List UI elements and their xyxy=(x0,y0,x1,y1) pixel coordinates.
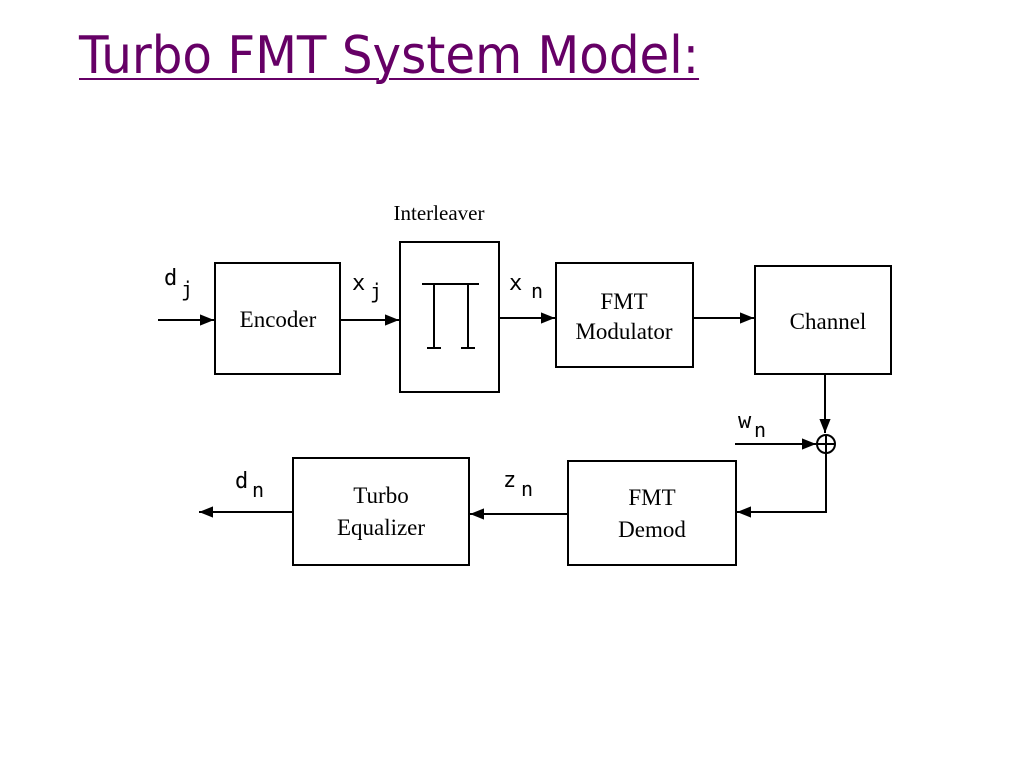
slide-title: Turbo FMT System Model: xyxy=(79,26,700,86)
svg-text:n: n xyxy=(252,478,264,502)
interleaver-output-signal-label: x n xyxy=(509,271,543,303)
svg-text:j: j xyxy=(370,279,382,303)
svg-text:x: x xyxy=(509,271,522,296)
fmt-demod-label-line2: Demod xyxy=(618,517,686,542)
adder-to-demod-arrow xyxy=(737,453,827,518)
turbo-equalizer-block: Turbo Equalizer xyxy=(292,457,470,566)
svg-text:n: n xyxy=(531,279,543,303)
demod-output-signal-label: z n xyxy=(503,468,533,501)
svg-text:d: d xyxy=(235,469,248,494)
fmt-modulator-label-line1: FMT xyxy=(600,289,647,314)
fmt-demod-block: FMT Demod xyxy=(567,460,737,566)
svg-text:j: j xyxy=(181,277,193,301)
svg-text:z: z xyxy=(503,468,516,493)
adder-icon xyxy=(816,434,836,454)
input-signal-label: d j xyxy=(164,266,193,301)
channel-block: Channel xyxy=(754,265,892,375)
interleaver-block xyxy=(399,241,500,393)
turbo-equalizer-label-line1: Turbo xyxy=(353,483,408,508)
turbo-equalizer-label-line2: Equalizer xyxy=(337,515,425,540)
svg-text:w: w xyxy=(738,409,752,434)
interleaver-caption: Interleaver xyxy=(394,201,485,225)
output-signal-label: d n xyxy=(235,469,264,502)
encoder-block: Encoder xyxy=(214,262,341,375)
fmt-demod-label-line1: FMT xyxy=(628,485,675,510)
pi-permutation-icon xyxy=(422,283,479,349)
fmt-modulator-label-line2: Modulator xyxy=(575,319,672,344)
svg-text:n: n xyxy=(754,418,766,442)
svg-text:n: n xyxy=(521,477,533,501)
noise-signal-label: w n xyxy=(738,409,766,442)
svg-text:x: x xyxy=(352,271,365,296)
encoder-output-signal-label: x j xyxy=(352,271,382,303)
svg-text:d: d xyxy=(164,266,177,291)
encoder-label: Encoder xyxy=(240,307,317,332)
fmt-modulator-block: FMT Modulator xyxy=(555,262,694,368)
channel-label: Channel xyxy=(790,309,867,334)
